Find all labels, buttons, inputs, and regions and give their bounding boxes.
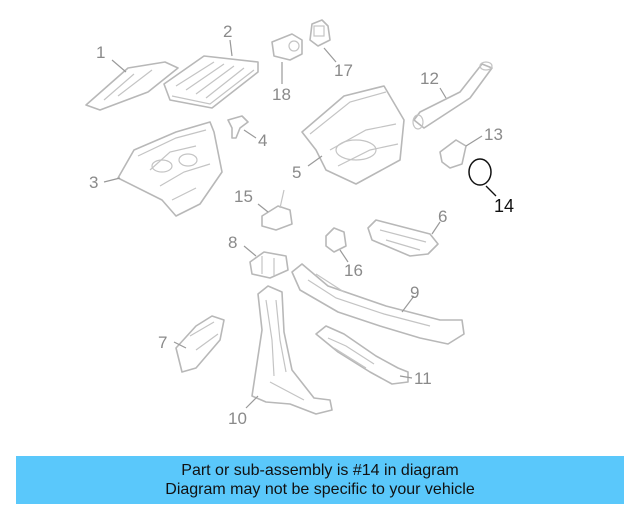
- callout-13: 13: [484, 125, 503, 144]
- leader-1: [111, 59, 127, 73]
- banner-line-disclaimer: Diagram may not be specific to your vehi…: [165, 481, 475, 498]
- callout-6: 6: [438, 207, 447, 226]
- callout-18: 18: [272, 85, 291, 104]
- leader-12: [439, 87, 447, 99]
- leader-4: [243, 129, 257, 139]
- leader-6: [431, 221, 441, 235]
- leader-3: [103, 177, 121, 183]
- callout-1: 1: [96, 43, 105, 62]
- callout-9: 9: [410, 283, 419, 302]
- leader-5: [307, 155, 323, 167]
- part-1-drawing: [85, 61, 179, 111]
- callout-16: 16: [344, 261, 363, 280]
- callout-17: 17: [334, 61, 353, 80]
- leader-11: [399, 375, 413, 379]
- part-17-drawing: [309, 19, 331, 47]
- part-7-drawing: [175, 315, 225, 373]
- part-2-drawing: [163, 55, 259, 109]
- part-12-drawing: [412, 61, 493, 130]
- part-6-drawing: [367, 219, 439, 257]
- leader-13: [465, 135, 483, 147]
- leader-16: [339, 249, 349, 263]
- callout-4: 4: [258, 131, 267, 150]
- part-14-drawing: [468, 158, 492, 186]
- parts-diagram: 1 2 18 17 4 3 5: [85, 19, 514, 428]
- callout-14: 14: [494, 196, 514, 216]
- callout-2: 2: [223, 22, 232, 41]
- banner-line-part-number: Part or sub-assembly is #14 in diagram: [181, 462, 459, 479]
- callout-12: 12: [420, 69, 439, 88]
- part-9-drawing: [291, 263, 465, 345]
- part-15-drawing: [261, 189, 293, 231]
- callout-11: 11: [414, 369, 432, 388]
- leader-10: [245, 395, 259, 409]
- callout-5: 5: [292, 163, 301, 182]
- part-13-drawing: [439, 139, 467, 169]
- leader-8: [243, 245, 257, 257]
- part-16-drawing: [325, 227, 347, 253]
- leader-9: [401, 295, 415, 313]
- leader-2: [229, 39, 233, 57]
- part-10-drawing: [251, 285, 333, 415]
- callout-10: 10: [228, 409, 247, 428]
- part-18-drawing: [271, 33, 303, 61]
- part-8-drawing: [249, 251, 289, 279]
- info-banner: Part or sub-assembly is #14 in diagram D…: [16, 456, 624, 504]
- leader-7: [173, 341, 187, 349]
- callout-3: 3: [89, 173, 98, 192]
- part-11-drawing: [315, 325, 409, 385]
- part-4-drawing: [227, 115, 249, 139]
- callout-15: 15: [234, 187, 253, 206]
- part-5-drawing: [301, 85, 405, 185]
- leader-14: [485, 185, 497, 197]
- callout-7: 7: [158, 333, 167, 352]
- part-3-drawing: [117, 121, 223, 217]
- callout-8: 8: [228, 233, 237, 252]
- leader-15: [257, 203, 269, 213]
- leader-17: [323, 47, 337, 63]
